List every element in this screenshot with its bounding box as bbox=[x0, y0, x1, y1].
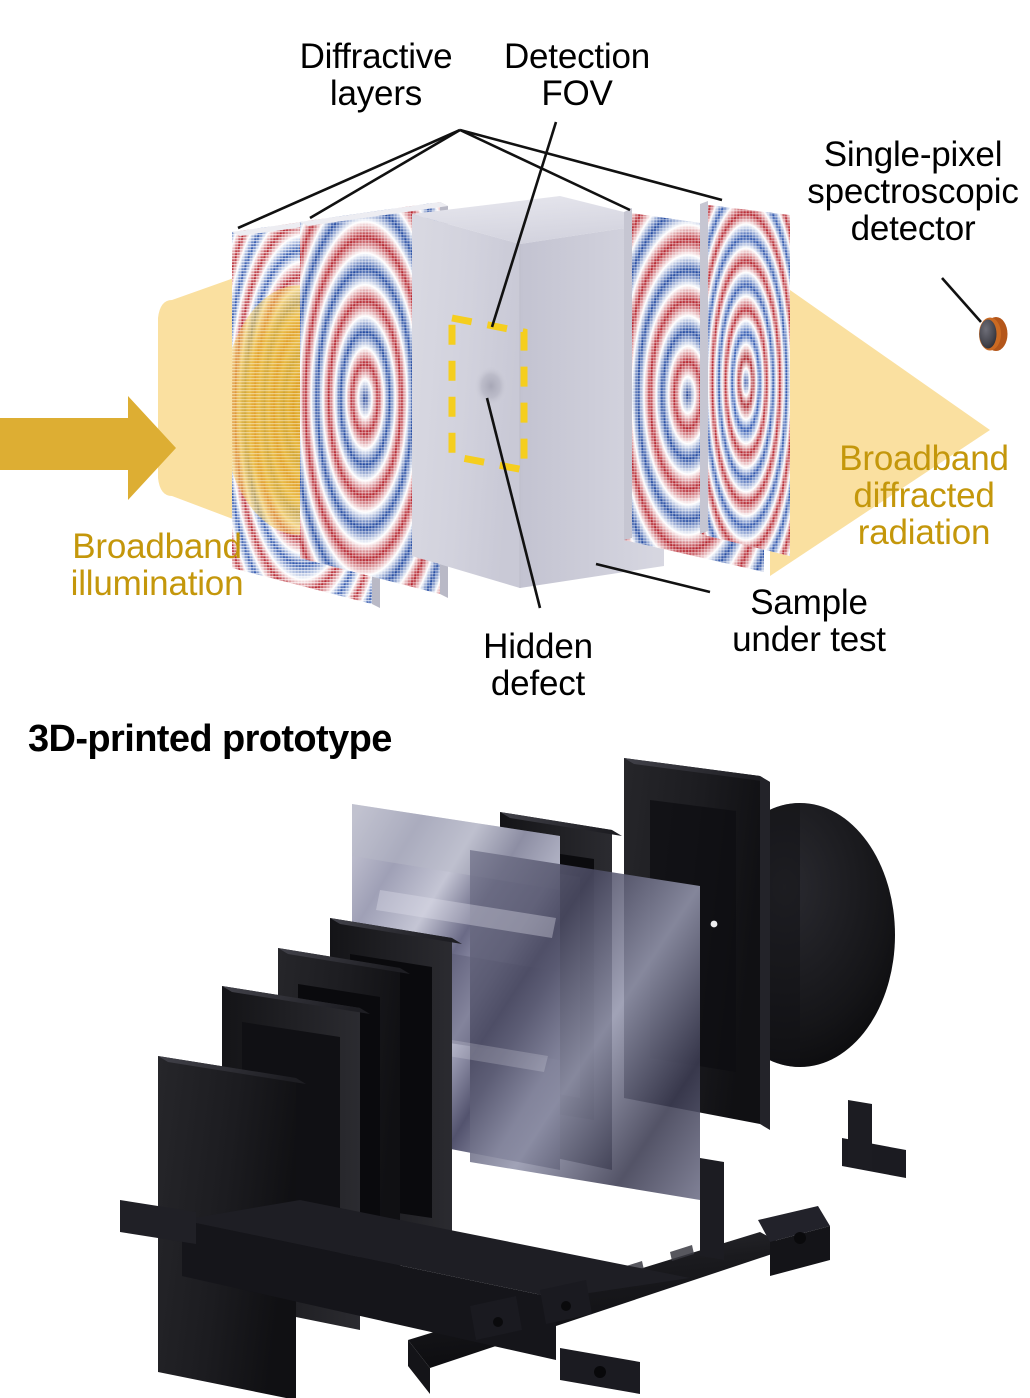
leader-sample bbox=[595, 562, 711, 594]
rail-carriages bbox=[470, 1280, 592, 1340]
leader-layer-3 bbox=[459, 128, 631, 212]
hidden-defect-marker bbox=[474, 365, 508, 407]
broadband-diffracted-beam bbox=[770, 276, 990, 576]
label-sample-under-test: Sample under test bbox=[732, 583, 886, 660]
leader-detection-fov bbox=[490, 121, 558, 328]
label-single-pixel-detector: Single-pixel spectroscopic detector bbox=[807, 135, 1019, 249]
mounting-foot-left bbox=[120, 1200, 196, 1244]
label-hidden-defect: Hidden defect bbox=[483, 627, 593, 704]
leader-layer-2 bbox=[309, 128, 461, 220]
metallic-sample-sheet bbox=[352, 804, 700, 1200]
leader-layer-1 bbox=[237, 128, 461, 230]
single-pixel-detector-icon bbox=[979, 317, 1008, 351]
label-broadband-illumination: Broadband illumination bbox=[70, 527, 244, 604]
leader-layer-4 bbox=[459, 128, 723, 202]
prototype-photograph bbox=[120, 758, 906, 1398]
label-diffractive-layers: Diffractive layers bbox=[299, 37, 453, 114]
detection-fov-box bbox=[448, 313, 528, 475]
leader-hidden-defect bbox=[485, 397, 542, 609]
prototype-title: 3D-printed prototype bbox=[28, 718, 392, 760]
diffractive-layer-4 bbox=[700, 201, 790, 556]
illumination-arrow-icon bbox=[0, 396, 176, 500]
leader-detector bbox=[941, 277, 982, 323]
label-broadband-diffracted-radiation: Broadband diffracted radiation bbox=[839, 439, 1009, 553]
prototype-base-rail bbox=[120, 1100, 906, 1394]
schematic-panel bbox=[0, 121, 1008, 609]
label-detection-fov: Detection FOV bbox=[503, 37, 651, 114]
leader-lines bbox=[237, 121, 982, 609]
broadband-illumination-beam bbox=[0, 268, 262, 530]
